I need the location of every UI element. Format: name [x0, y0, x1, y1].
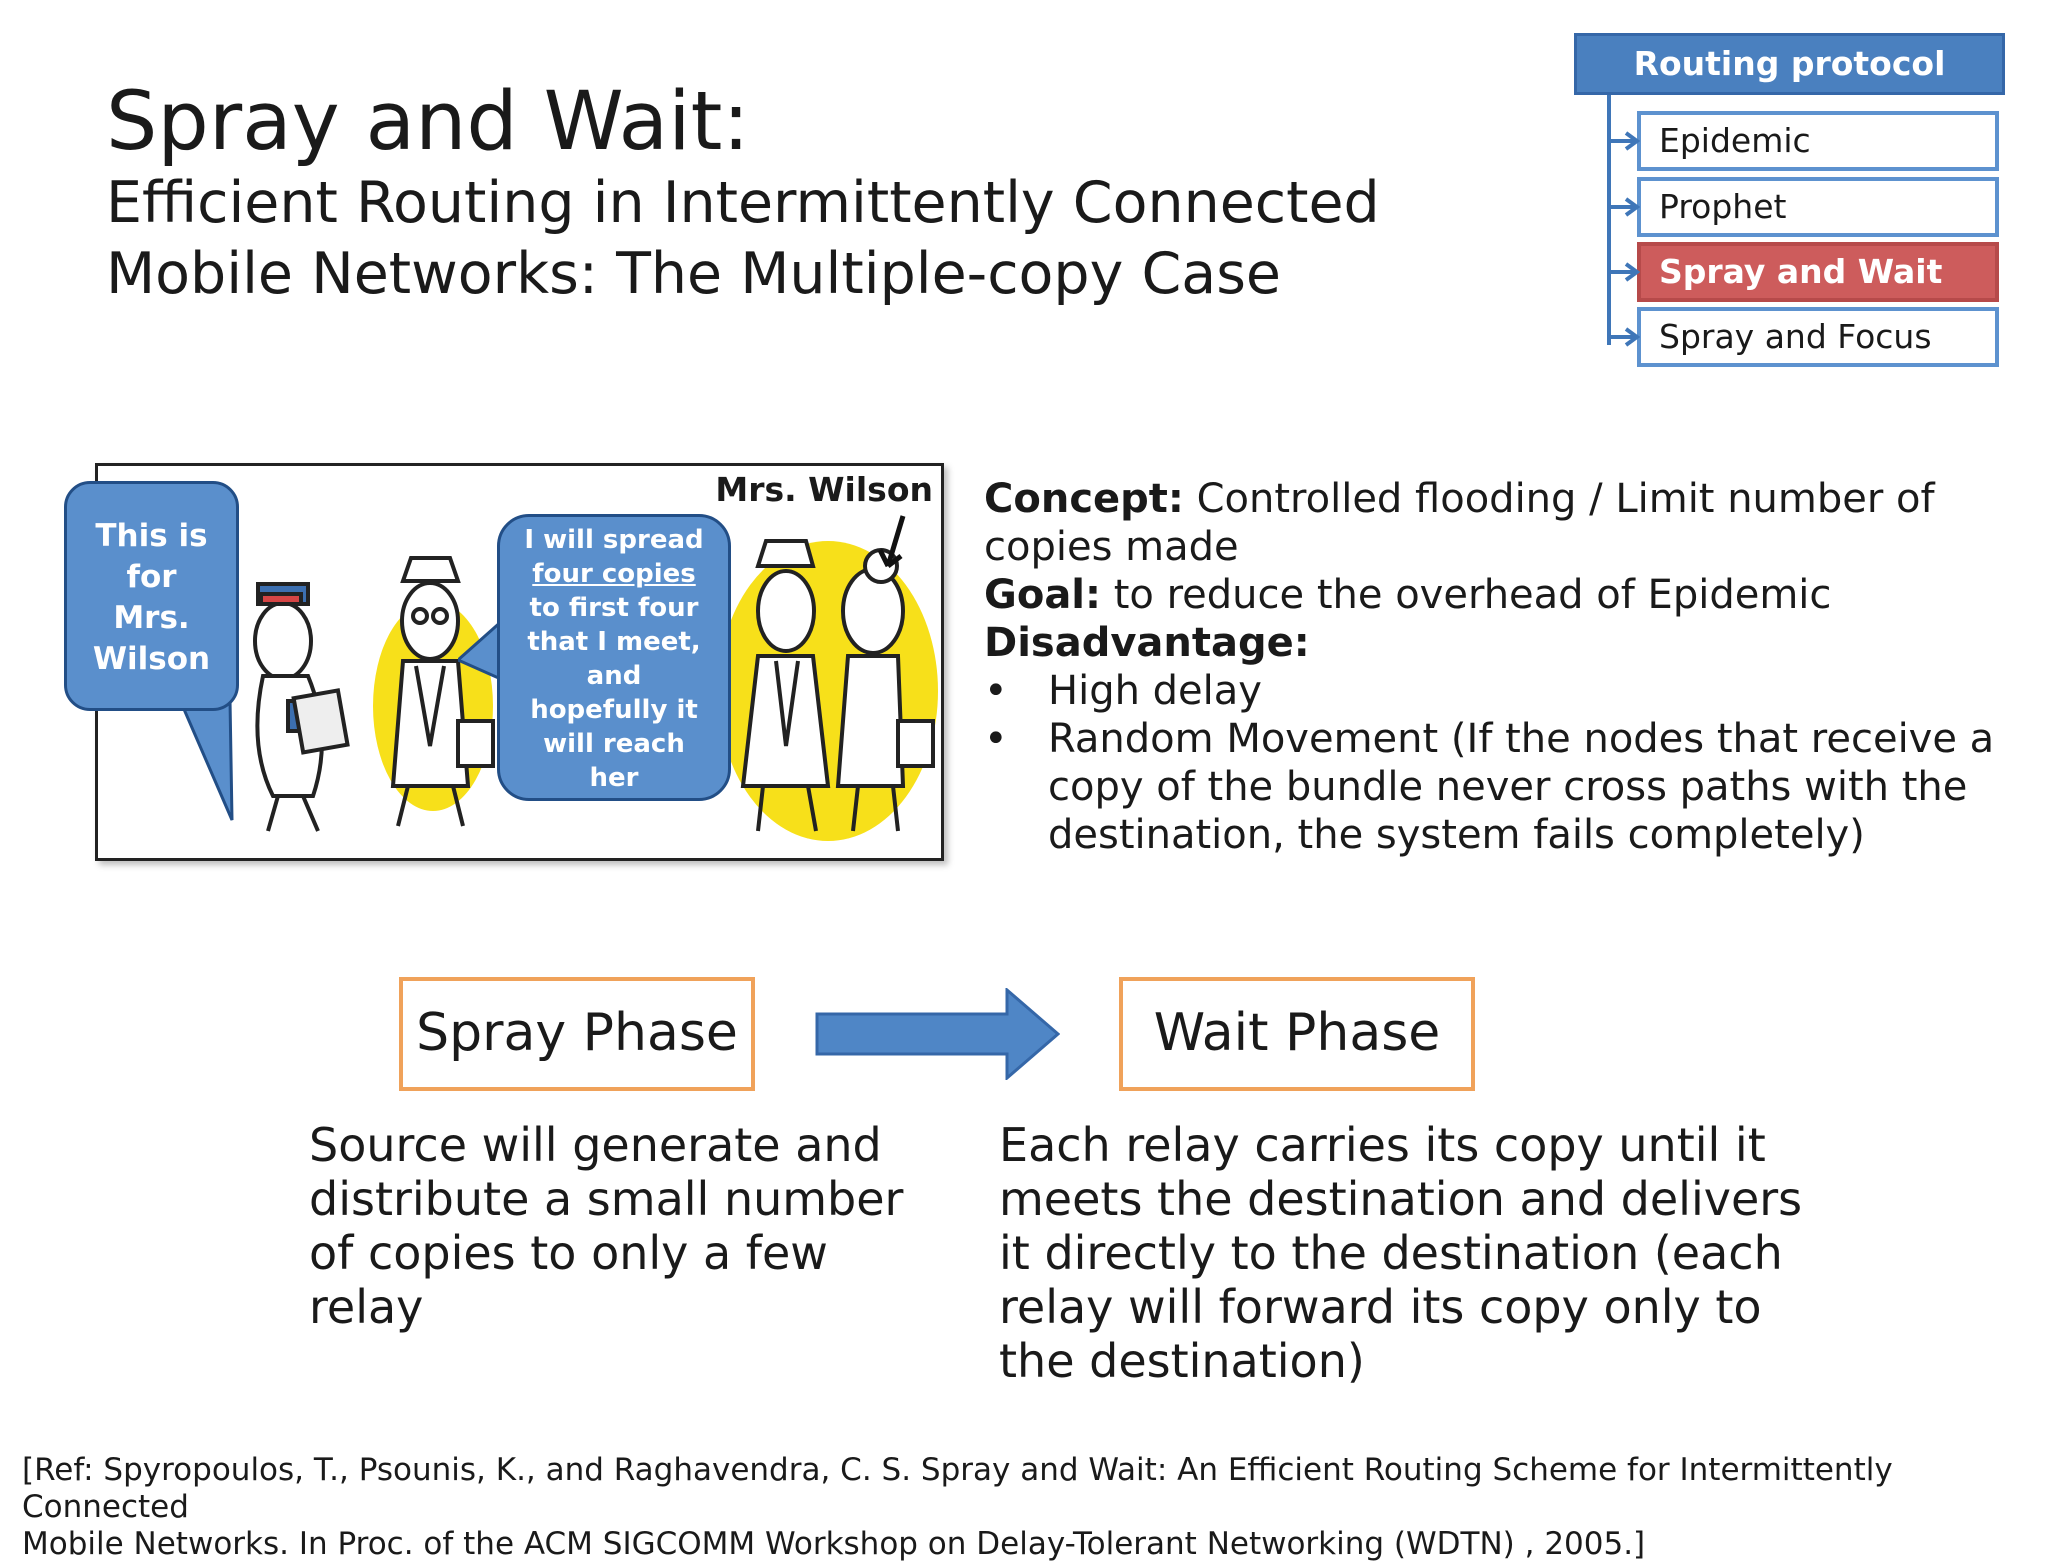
disadvantage-label: Disadvantage: [984, 620, 1310, 666]
couple-figures [740, 539, 935, 832]
bullet-text: Random Movement (If the nodes that recei… [1048, 716, 1995, 858]
description-line: meets the destination and delivers [999, 1172, 1803, 1226]
goal-label: Goal: [984, 572, 1102, 618]
spray-phase-box: Spray Phase [399, 977, 755, 1091]
description-line: of copies to only a few [309, 1226, 828, 1280]
bullet-icon: • [984, 716, 1008, 762]
bubble-line: Mrs. [113, 600, 190, 636]
speech-bubble-spreader: I will spread four copies to first four … [497, 514, 731, 801]
routing-item-prophet[interactable]: Prophet [1637, 177, 1999, 237]
goal-text: to reduce the overhead of Epidemic [1101, 572, 1832, 618]
bubble-line: will reach [543, 729, 685, 759]
bubble-line: four copies [532, 559, 696, 589]
man-with-glasses-figure [390, 556, 495, 827]
arrow-right-icon [1610, 262, 1640, 282]
routing-item-spray-and-wait[interactable]: Spray and Wait [1637, 242, 1999, 302]
postman-figure [253, 582, 350, 832]
arrow-right-icon [1610, 131, 1640, 151]
bubble-line: This is [95, 518, 208, 554]
routing-tree-line [1607, 95, 1611, 345]
bubble-line: her [589, 763, 639, 793]
description-line: it directly to the destination (each [999, 1226, 1783, 1280]
arrow-right-icon [1610, 197, 1640, 217]
pointer-arrow-icon [877, 515, 906, 568]
speech-bubble-postman: This is for Mrs. Wilson [64, 481, 239, 711]
cartoon-figures-illustration [253, 515, 938, 841]
arrow-right-icon [815, 988, 1060, 1080]
bubble-line: Wilson [92, 641, 211, 677]
slide-title: Spray and Wait: [106, 75, 750, 169]
wait-phase-box: Wait Phase [1119, 977, 1475, 1091]
subtitle-line: Mobile Networks: The Multiple-copy Case [106, 241, 1281, 307]
description-line: relay [309, 1280, 424, 1334]
goal-paragraph: Goal: to reduce the overhead of Epidemic [984, 571, 2024, 619]
bubble-line: I will spread [524, 525, 704, 555]
reference-citation: [Ref: Spyropoulos, T., Psounis, K., and … [22, 1452, 2032, 1563]
bubble-line: to first four [529, 593, 699, 623]
reference-line: [Ref: Spyropoulos, T., Psounis, K., and … [22, 1452, 1893, 1525]
concept-paragraph: Concept: Controlled flooding / Limit num… [984, 475, 2024, 571]
arrow-right-icon [1610, 327, 1640, 347]
routing-item-spray-and-focus[interactable]: Spray and Focus [1637, 307, 1999, 367]
wait-phase-description: Each relay carries its copy until it mee… [999, 1118, 1802, 1388]
bullet-item: • Random Movement (If the nodes that rec… [984, 715, 2024, 859]
bubble-tail [178, 700, 234, 821]
reference-line: Mobile Networks. In Proc. of the ACM SIG… [22, 1526, 1646, 1562]
description-line: distribute a small number [309, 1172, 904, 1226]
concept-text: Controlled flooding / Limit number of co… [984, 476, 1935, 570]
description-line: relay will forward its copy only to [999, 1280, 1762, 1334]
concept-label: Concept: [984, 476, 1184, 522]
mrs-wilson-label: Mrs. Wilson [715, 470, 933, 509]
bubble-line: that I meet, [527, 627, 701, 657]
bubble-line: hopefully it [530, 695, 698, 725]
subtitle-line: Efficient Routing in Intermittently Conn… [106, 170, 1380, 236]
concept-section: Concept: Controlled flooding / Limit num… [984, 475, 2024, 859]
description-line: Source will generate and [309, 1118, 882, 1172]
bubble-line: for [126, 559, 177, 595]
routing-item-epidemic[interactable]: Epidemic [1637, 111, 1999, 171]
routing-protocol-header: Routing protocol [1574, 33, 2005, 95]
description-line: the destination) [999, 1334, 1365, 1388]
disadvantage-paragraph: Disadvantage: [984, 619, 2024, 667]
bullet-text: High delay [1048, 668, 1262, 714]
bullet-item: • High delay [984, 667, 2024, 715]
spray-phase-description: Source will generate and distribute a sm… [309, 1118, 903, 1334]
bubble-line: and [586, 661, 642, 691]
bullet-icon: • [984, 668, 1008, 714]
description-line: Each relay carries its copy until it [999, 1118, 1766, 1172]
slide-subtitle: Efficient Routing in Intermittently Conn… [106, 168, 1380, 310]
